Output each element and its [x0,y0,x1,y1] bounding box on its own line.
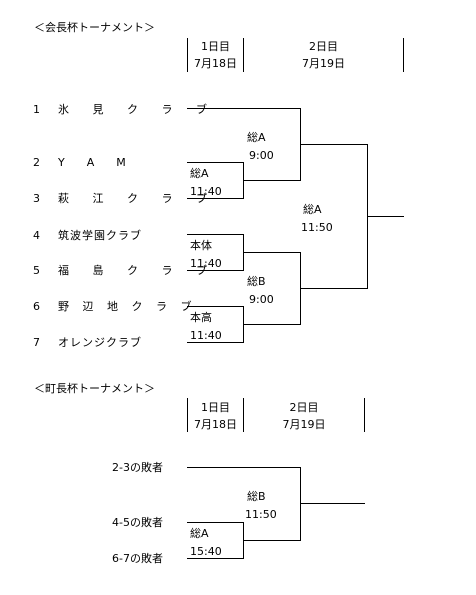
match-time: 11:40 [190,185,222,198]
bracket-line [300,288,367,289]
match-venue: 総A [247,131,266,144]
day1-date: 7月18日 [194,57,237,70]
match-venue: 総A [190,167,209,180]
day2-date: 7月19日 [282,418,326,431]
match-time: 15:40 [190,545,222,558]
bracket-line [300,467,301,541]
tournament1-title: ＜会長杯トーナメント＞ [34,21,155,34]
day-divider [187,398,188,432]
day-divider [243,398,244,432]
team-number: 1 [33,103,40,116]
day-divider [403,38,404,72]
entry-label: 6-7の敗者 [112,552,163,565]
match-time: 11:40 [190,329,222,342]
day2-label: 2日目 [309,40,338,53]
bracket-line [187,108,300,109]
entry-label: 2-3の敗者 [112,461,163,474]
team-number: 3 [33,192,40,205]
bracket-line [187,522,243,523]
bracket-line [187,558,243,559]
team-number: 4 [33,229,40,242]
day-divider [187,38,188,72]
bracket-line [300,503,365,504]
match-time: 11:50 [301,221,333,234]
team-name: 萩 江 ク ラ ブ [58,192,217,205]
team-name: 筑波学園クラブ [58,229,142,242]
day1-date: 7月18日 [194,418,237,431]
team-name: 野 辺 地 ク ラ ブ [58,300,197,313]
team-name: オレンジクラブ [58,336,142,349]
match-time: 11:50 [245,508,277,521]
match-venue: 本高 [190,311,212,324]
team-name: 福 島 ク ラ ブ [58,264,217,277]
team-number: 6 [33,300,40,313]
bracket-line [243,324,300,325]
bracket-line [187,162,243,163]
bracket-line [243,540,300,541]
bracket-line [187,306,243,307]
team-number: 2 [33,156,40,169]
tournament2-title: ＜町長杯トーナメント＞ [34,382,155,395]
match-time: 9:00 [249,293,274,306]
day1-label: 1日目 [201,40,230,53]
entry-label: 4-5の敗者 [112,516,163,529]
bracket-line [300,144,367,145]
match-time: 11:40 [190,257,222,270]
day2-date: 7月19日 [302,57,345,70]
match-venue: 総A [303,203,322,216]
bracket-line [243,180,300,181]
match-venue: 総A [190,527,209,540]
match-venue: 総B [247,490,266,503]
day2-label: 2日目 [289,401,319,414]
day-divider [364,398,365,432]
day-divider [243,38,244,72]
day1-label: 1日目 [201,401,230,414]
bracket-line [187,467,300,468]
bracket-line [243,252,300,253]
match-venue: 本体 [190,239,212,252]
bracket-line [187,234,243,235]
bracket-line [187,198,243,199]
team-name: 氷 見 ク ラ ブ [58,103,217,116]
team-number: 7 [33,336,40,349]
bracket-line [187,342,243,343]
match-venue: 総B [247,275,266,288]
team-name: Y A M [58,156,126,169]
bracket-line [367,216,404,217]
match-time: 9:00 [249,149,274,162]
team-number: 5 [33,264,40,277]
bracket-line [187,270,243,271]
